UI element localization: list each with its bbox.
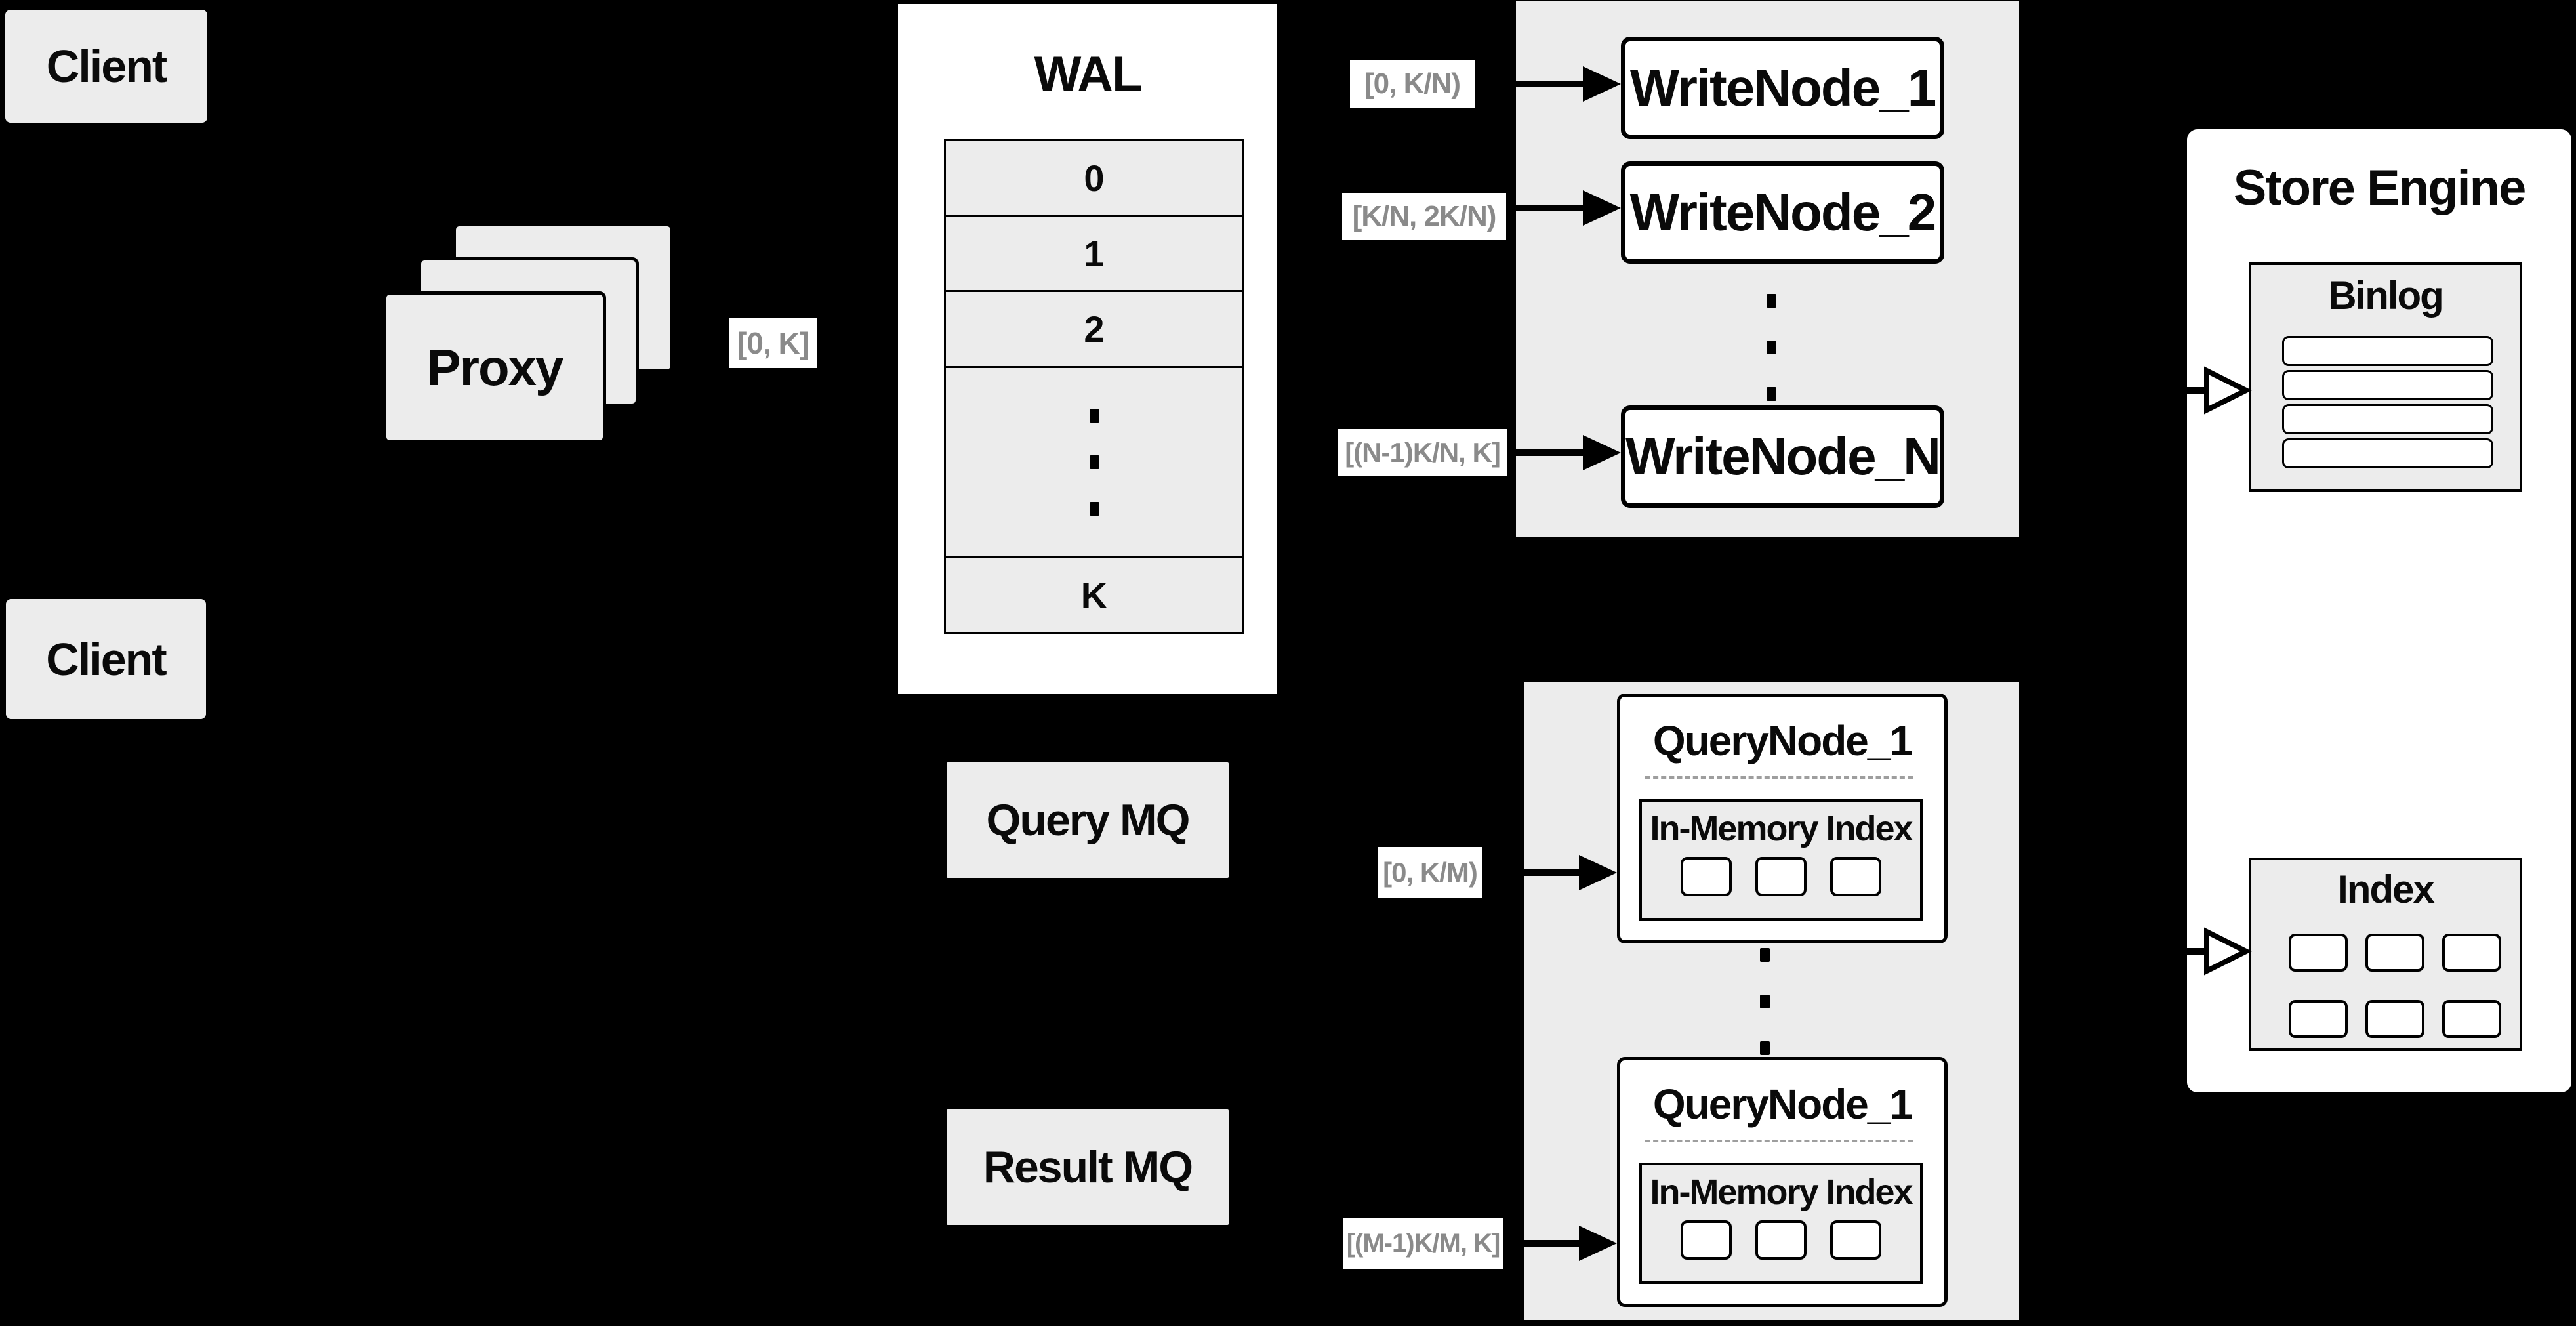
in-memory-index-title: In-Memory Index <box>1650 809 1913 848</box>
query-mq-label: Query MQ <box>986 795 1191 845</box>
query-mq-box: Query MQ <box>947 762 1229 878</box>
proxy-card-front: Proxy <box>383 291 606 444</box>
index-cells <box>2289 934 2501 1038</box>
index-title: Index <box>2337 867 2435 911</box>
query-node-2: QueryNode_1 In-Memory Index <box>1617 1057 1948 1307</box>
binlog-title: Binlog <box>2328 274 2444 318</box>
index-cell <box>2442 1000 2501 1038</box>
index-box: Index <box>2249 858 2522 1051</box>
client-top-label: Client <box>46 41 167 92</box>
binlog-row <box>2282 370 2493 400</box>
binlog-rows <box>2282 336 2493 468</box>
write-range-chip-2: [K/N, 2K/N) <box>1342 193 1506 240</box>
wal-row-1-label: 1 <box>1084 232 1105 274</box>
query-range-1-label: [0, K/M) <box>1383 857 1478 888</box>
proxy-range-chip: [0, K] <box>729 318 817 368</box>
write-node-n-label: WriteNode_N <box>1625 427 1941 486</box>
memory-segment <box>1755 857 1807 896</box>
result-mq-box: Result MQ <box>947 1109 1229 1225</box>
arrow-to-binlog <box>2131 366 2252 415</box>
in-memory-index-box: In-Memory Index <box>1639 1163 1923 1284</box>
arrow-to-index <box>2131 927 2252 976</box>
wal-row-ellipsis <box>946 366 1242 556</box>
wal-row-0-label: 0 <box>1084 157 1105 199</box>
arrow-range-to-writenode-1 <box>1475 66 1621 102</box>
query-node-1: QueryNode_1 In-Memory Index <box>1617 694 1948 943</box>
memory-segment <box>1681 1220 1732 1260</box>
wal-row-2-label: 2 <box>1084 308 1105 350</box>
store-engine-title: Store Engine <box>2233 160 2527 216</box>
memory-segment-row <box>1642 1220 1920 1260</box>
binlog-row <box>2282 438 2493 468</box>
write-node-1-label: WriteNode_1 <box>1629 58 1937 117</box>
result-mq-label: Result MQ <box>983 1142 1193 1192</box>
query-node-divider <box>1645 1140 1913 1142</box>
write-range-2-label: [K/N, 2K/N) <box>1352 200 1497 232</box>
arrow-range-to-writenode-n <box>1507 435 1621 470</box>
in-memory-index-title: In-Memory Index <box>1650 1172 1913 1212</box>
index-cell <box>2442 934 2501 972</box>
wal-row-0: 0 <box>946 139 1242 215</box>
store-engine-box: Store Engine Binlog Index <box>2187 129 2571 1092</box>
memory-segment <box>1830 857 1881 896</box>
in-memory-index-box: In-Memory Index <box>1639 799 1923 921</box>
query-range-chip-1: [0, K/M) <box>1378 847 1482 898</box>
memory-segment-row <box>1642 857 1920 896</box>
binlog-row <box>2282 404 2493 434</box>
vertical-ellipsis-icon <box>1767 294 1776 401</box>
client-bottom-label: Client <box>46 633 167 685</box>
wal-row-2: 2 <box>946 290 1242 366</box>
arrow-range-to-writenode-2 <box>1506 190 1621 226</box>
arrow-range-to-querynode-1 <box>1482 855 1617 890</box>
proxy-label: Proxy <box>426 338 564 396</box>
client-bottom-box: Client <box>6 599 206 719</box>
query-group-panel: QueryNode_1 In-Memory Index QueryNode_1 … <box>1524 682 2019 1320</box>
wal-title: WAL <box>1034 47 1143 102</box>
write-range-chip-1: [0, K/N) <box>1350 60 1475 108</box>
write-range-1-label: [0, K/N) <box>1364 68 1461 100</box>
index-cell <box>2365 1000 2424 1038</box>
wal-row-k: K <box>946 556 1242 632</box>
write-node-2-label: WriteNode_2 <box>1629 183 1937 241</box>
write-node-n: WriteNode_N <box>1621 405 1944 508</box>
client-top-box: Client <box>5 10 207 123</box>
index-cell <box>2289 934 2348 972</box>
query-node-2-title: QueryNode_1 <box>1652 1081 1913 1128</box>
arrow-range-to-querynode-2 <box>1503 1226 1617 1261</box>
memory-segment <box>1755 1220 1807 1260</box>
vertical-ellipsis-icon <box>1760 948 1770 1055</box>
write-node-2: WriteNode_2 <box>1621 161 1944 264</box>
index-cell <box>2365 934 2424 972</box>
wal-table: 0 1 2 K <box>944 139 1244 634</box>
index-cell <box>2289 1000 2348 1038</box>
memory-segment <box>1681 857 1732 896</box>
query-range-chip-2: [(M-1)K/M, K] <box>1343 1218 1503 1269</box>
binlog-box: Binlog <box>2249 262 2522 492</box>
wal-row-1: 1 <box>946 215 1242 290</box>
vertical-ellipsis-icon <box>1089 408 1099 516</box>
wal-box: WAL 0 1 2 K <box>895 1 1280 697</box>
memory-segment <box>1830 1220 1881 1260</box>
proxy-range-label: [0, K] <box>737 325 809 360</box>
binlog-row <box>2282 336 2493 366</box>
wal-row-k-label: K <box>1080 574 1108 616</box>
write-range-3-label: [(N-1)K/N, K] <box>1345 437 1501 468</box>
query-node-1-title: QueryNode_1 <box>1652 717 1913 764</box>
write-range-chip-3: [(N-1)K/N, K] <box>1338 429 1507 476</box>
write-node-1: WriteNode_1 <box>1621 37 1944 139</box>
query-node-divider <box>1645 776 1913 779</box>
query-range-2-label: [(M-1)K/M, K] <box>1346 1228 1501 1258</box>
